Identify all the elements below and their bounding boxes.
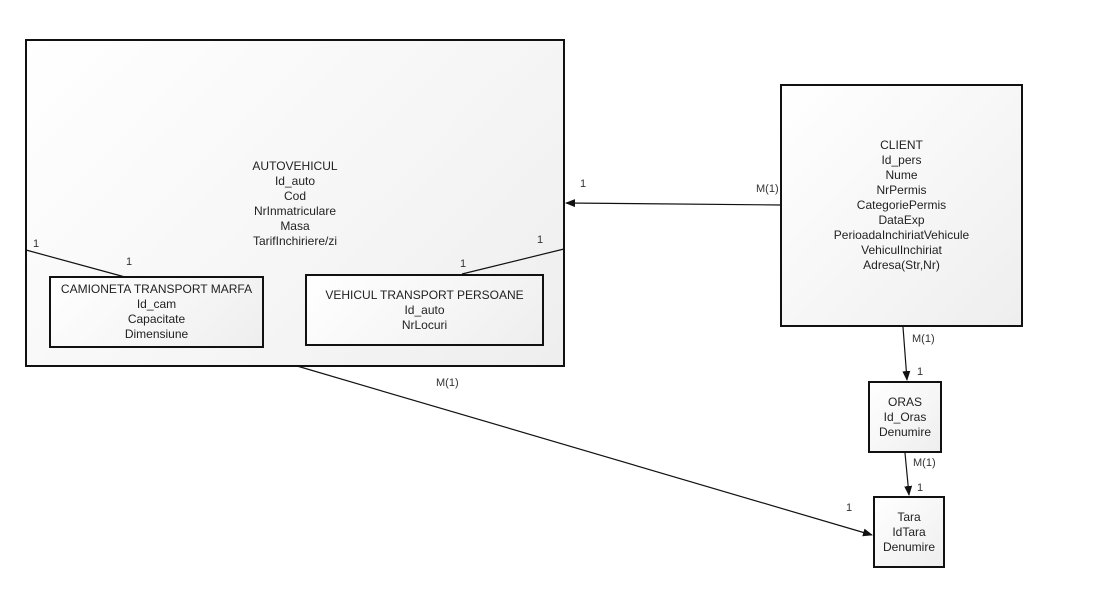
relation-oras-tara[interactable] (904, 452, 913, 496)
entity-attribute: Denumire (882, 539, 936, 554)
entity-attribute: CategoriePermis (856, 198, 947, 212)
cardinality-label: 1 (917, 482, 924, 494)
entity-title: ORAS (887, 394, 922, 409)
entity-title: Tara (897, 509, 921, 524)
entity-attribute: TarifInchiriere/zi (252, 234, 337, 248)
cardinality-label: 1 (537, 234, 544, 246)
entity-title: CLIENT (880, 138, 923, 152)
entity-title: AUTOVEHICUL (252, 159, 338, 173)
cardinality-label: 1 (580, 178, 587, 190)
entity-attribute: Cod (283, 189, 306, 203)
entity-attribute: Id_cam (136, 297, 177, 311)
cardinality-label: M(1) (912, 333, 935, 345)
entity-attribute: Dimensiune (124, 327, 189, 341)
cardinality-label: 1 (846, 502, 853, 514)
cardinality-label: M(1) (436, 377, 459, 389)
cardinality-label: M(1) (913, 457, 936, 469)
entity-camioneta[interactable]: CAMIONETA TRANSPORT MARFA Id_cam Capacit… (49, 276, 264, 348)
relation-autovehicul-tara[interactable] (296, 365, 873, 537)
relation-client-oras[interactable] (902, 326, 911, 381)
entity-oras[interactable]: ORAS Id_Oras Denumire (868, 381, 942, 453)
entity-attribute: DataExp (878, 213, 925, 227)
entity-attribute: Masa (280, 219, 310, 233)
entity-attribute: Capacitate (127, 312, 186, 326)
cardinality-label: 1 (126, 256, 133, 268)
entity-attribute: PerioadaInchiriatVehicule (833, 228, 970, 242)
entity-attribute: NrLocuri (401, 317, 448, 332)
relation-client-autovehicul[interactable] (565, 199, 782, 208)
entity-title: VEHICUL TRANSPORT PERSOANE (325, 287, 524, 302)
entity-attribute: Id_auto (404, 302, 445, 317)
entity-attribute: Id_Oras (883, 409, 927, 424)
entity-attribute: Nume (885, 168, 918, 182)
entity-attribute: Adresa(Str,Nr) (863, 258, 940, 272)
entity-tara[interactable]: Tara IdTara Denumire (873, 496, 945, 568)
entity-attribute: Denumire (878, 424, 932, 439)
entity-attribute: IdTara (892, 524, 926, 539)
cardinality-label: M(1) (756, 183, 779, 195)
cardinality-label: 1 (917, 366, 924, 378)
entity-attribute: Id_pers (881, 153, 922, 167)
entity-client[interactable]: CLIENT Id_pers Nume NrPermis CategoriePe… (780, 84, 1023, 327)
cardinality-label: 1 (33, 238, 40, 250)
entity-title: CAMIONETA TRANSPORT MARFA (60, 282, 253, 296)
entity-attribute: NrInmatriculare (253, 204, 336, 218)
entity-attribute: NrPermis (876, 183, 927, 197)
entity-attribute: VehiculInchiriat (861, 243, 942, 257)
entity-vehicul-transport-persoane[interactable]: VEHICUL TRANSPORT PERSOANE Id_auto NrLoc… (305, 274, 544, 346)
entity-attribute: Id_auto (274, 174, 316, 188)
cardinality-label: 1 (460, 258, 467, 270)
